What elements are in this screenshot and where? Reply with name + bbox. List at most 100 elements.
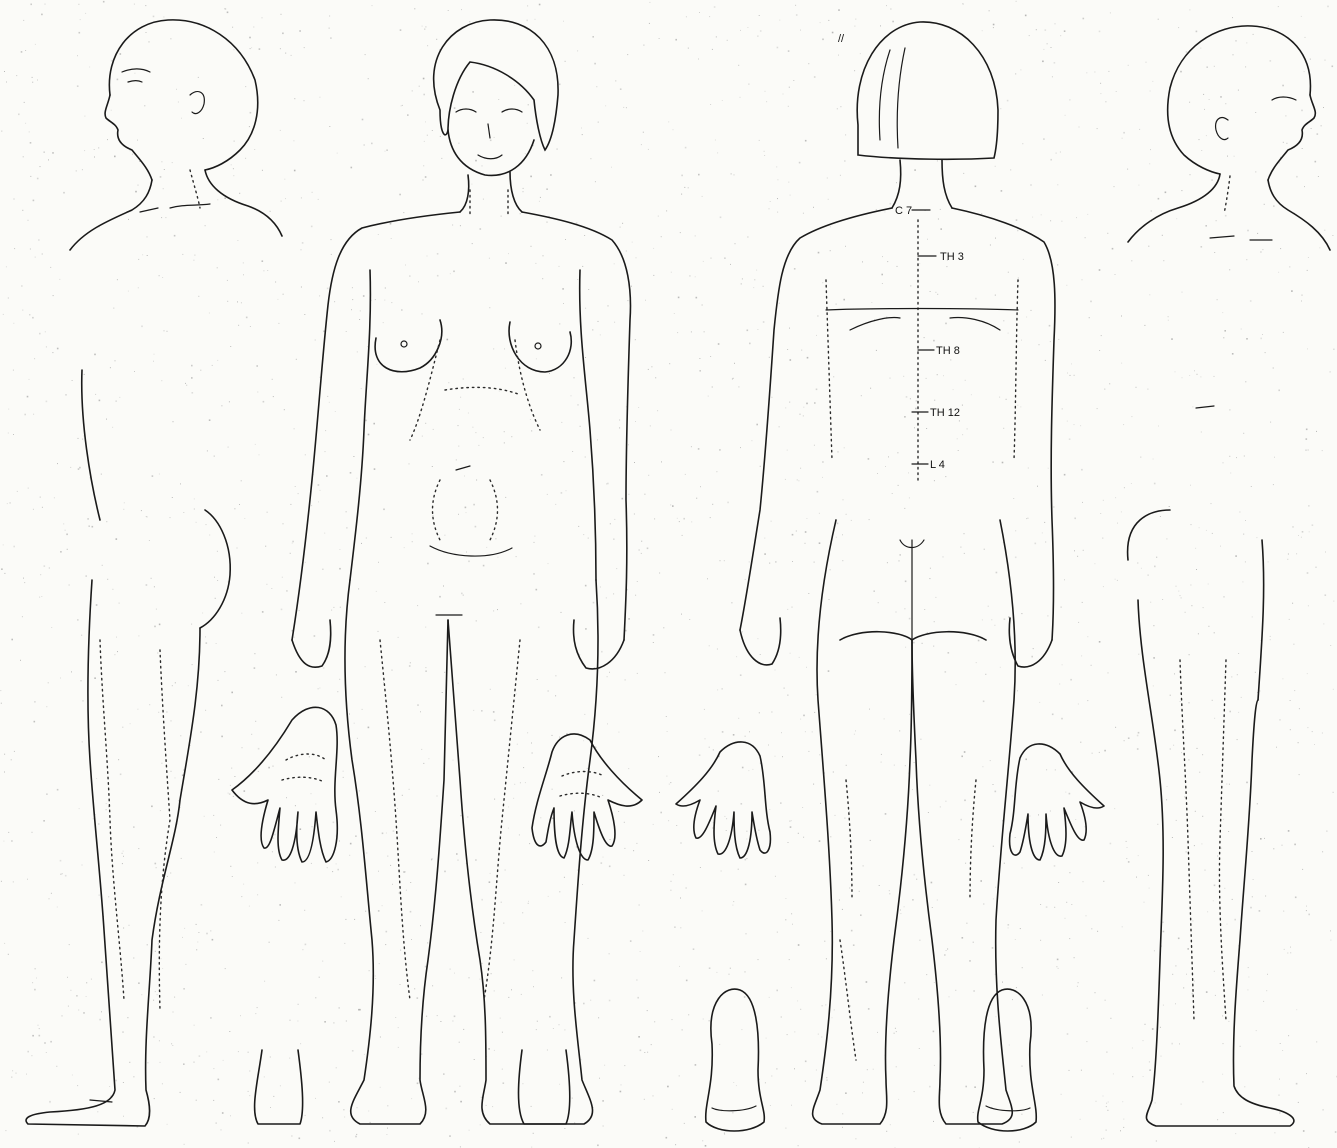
speckle-dot <box>610 839 611 840</box>
speckle-dot <box>543 255 544 256</box>
speckle-dot <box>378 631 379 632</box>
speckle-dot <box>945 476 946 477</box>
speckle-dot <box>1296 1083 1298 1085</box>
speckle-dot <box>1289 266 1290 267</box>
speckle-dot <box>217 199 218 200</box>
speckle-dot <box>1106 1103 1107 1104</box>
speckle-dot <box>458 446 459 447</box>
speckle-dot <box>267 270 268 271</box>
speckle-dot <box>814 76 816 78</box>
speckle-dot <box>175 682 176 683</box>
speckle-dot <box>1220 848 1221 849</box>
speckle-dot <box>240 1015 241 1016</box>
speckle-dot <box>1298 535 1299 536</box>
speckle-dot <box>615 80 616 81</box>
speckle-dot <box>44 565 46 567</box>
speckle-dot <box>191 377 193 379</box>
speckle-dot <box>754 279 755 280</box>
speckle-dot <box>559 323 560 324</box>
speckle-dot <box>647 1010 648 1011</box>
speckle-dot <box>702 196 703 197</box>
speckle-dot <box>1081 655 1082 656</box>
speckle-dot <box>855 1138 856 1139</box>
speckle-dot <box>895 1028 896 1029</box>
speckle-dot <box>914 874 916 876</box>
speckle-dot <box>777 932 778 933</box>
speckle-dot <box>391 302 392 303</box>
speckle-dot <box>741 803 743 805</box>
speckle-dot <box>1191 605 1192 606</box>
speckle-dot <box>993 27 994 28</box>
speckle-dot <box>536 358 537 359</box>
speckle-dot <box>1309 531 1310 532</box>
speckle-dot <box>436 39 437 40</box>
speckle-dot <box>257 894 258 895</box>
speckle-dot <box>1194 370 1195 371</box>
speckle-dot <box>421 749 422 750</box>
speckle-dot <box>650 425 651 426</box>
speckle-dot <box>1290 952 1291 953</box>
speckle-dot <box>914 169 916 171</box>
speckle-dot <box>196 924 197 925</box>
speckle-dot <box>679 521 680 522</box>
speckle-dot <box>1137 563 1138 564</box>
speckle-dot <box>60 678 61 679</box>
speckle-dot <box>1155 1102 1156 1103</box>
speckle-dot <box>453 271 455 273</box>
speckle-dot <box>304 910 305 911</box>
speckle-dot <box>475 526 477 528</box>
speckle-dot <box>1059 684 1060 685</box>
speckle-dot <box>769 997 770 998</box>
speckle-dot <box>927 239 928 240</box>
speckle-dot <box>1115 727 1116 728</box>
speckle-dot <box>1214 376 1215 377</box>
speckle-dot <box>233 175 234 176</box>
speckle-dot <box>792 607 793 608</box>
speckle-dot <box>1148 875 1149 876</box>
speckle-dot <box>319 688 320 689</box>
speckle-dot <box>469 977 470 978</box>
speckle-dot <box>820 22 821 23</box>
speckle-dot <box>636 843 637 844</box>
speckle-dot <box>427 135 428 136</box>
speckle-dot <box>110 367 111 368</box>
speckle-dot <box>199 1055 201 1057</box>
speckle-dot <box>1245 66 1246 67</box>
speckle-dot <box>1 881 2 882</box>
speckle-dot <box>33 200 35 202</box>
speckle-dot <box>154 1098 155 1099</box>
speckle-dot <box>758 959 759 960</box>
speckle-dot <box>860 53 861 54</box>
speckle-dot <box>407 114 409 116</box>
speckle-dot <box>1002 462 1004 464</box>
speckle-dot <box>908 472 909 473</box>
speckle-dot <box>1273 368 1274 369</box>
speckle-dot <box>417 605 418 606</box>
speckle-dot <box>1228 831 1229 832</box>
speckle-dot <box>1175 965 1176 966</box>
speckle-dot <box>802 807 803 808</box>
speckle-dot <box>1148 246 1149 247</box>
speckle-dot <box>146 584 148 586</box>
speckle-dot <box>286 590 288 592</box>
speckle-dot <box>1227 924 1228 925</box>
speckle-dot <box>231 692 233 694</box>
speckle-dot <box>137 709 138 710</box>
speckle-dot <box>1102 538 1103 539</box>
speckle-dot <box>906 396 908 398</box>
speckle-dot <box>736 1085 737 1086</box>
speckle-dot <box>1288 1035 1289 1036</box>
speckle-dot <box>264 1076 265 1077</box>
speckle-dot <box>934 400 935 401</box>
speckle-dot <box>423 180 424 181</box>
speckle-dot <box>777 198 778 199</box>
speckle-dot <box>194 255 195 256</box>
speckle-dot <box>1132 1048 1133 1049</box>
speckle-dot <box>670 504 671 505</box>
speckle-dot <box>1160 516 1161 517</box>
speckle-dot <box>827 178 828 179</box>
speckle-dot <box>205 636 206 637</box>
speckle-dot <box>76 170 77 171</box>
speckle-dot <box>964 800 966 802</box>
speckle-dot <box>262 17 263 18</box>
